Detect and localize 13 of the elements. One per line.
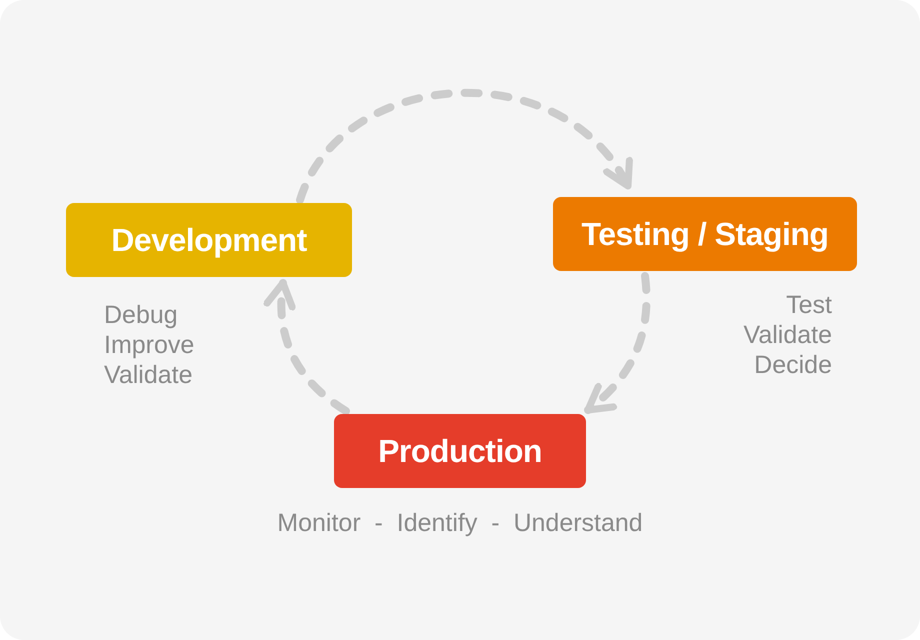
stage-note: Debug <box>104 300 178 330</box>
dashed-arrow <box>296 89 632 204</box>
stage-note: Validate <box>744 320 832 350</box>
stage-note: Test <box>786 290 832 320</box>
dashed-arrow <box>264 279 350 415</box>
stage-box: Production <box>334 414 586 488</box>
dashed-arrow <box>584 272 650 414</box>
stage-note: Improve <box>104 330 194 360</box>
stage-box: Testing / Staging <box>553 197 857 271</box>
stage-box: Development <box>66 203 352 277</box>
stage-note: Validate <box>104 360 192 390</box>
stage-note: Decide <box>754 350 832 380</box>
stage-note: Monitor - Identify - Understand <box>276 508 644 538</box>
